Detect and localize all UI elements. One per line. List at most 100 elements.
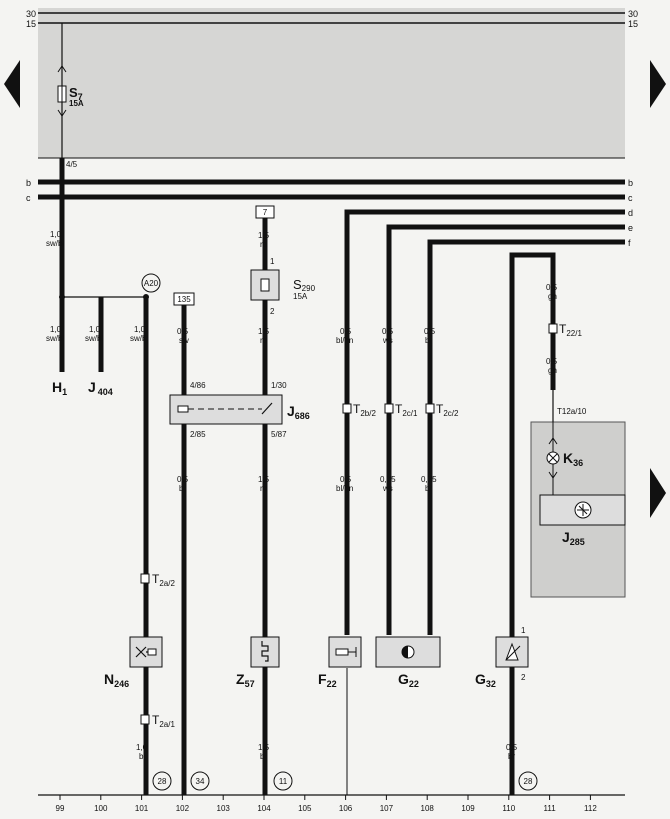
component-z57 bbox=[250, 636, 280, 668]
column-number: 103 bbox=[217, 804, 231, 813]
wire-label-color: sw/bl bbox=[46, 239, 64, 248]
wire-label-gauge: 0,5 bbox=[424, 327, 436, 336]
component-g22-label: G22 bbox=[398, 671, 419, 689]
wire-label-gauge: 1,5 bbox=[258, 327, 270, 336]
next-page-arrow-lower-icon[interactable] bbox=[650, 468, 666, 518]
column-number: 109 bbox=[461, 804, 475, 813]
wire-label-gauge: 0,75 bbox=[421, 475, 437, 484]
g32-pin-label: 2 bbox=[521, 673, 526, 682]
ground-ref-110 bbox=[518, 771, 538, 791]
connector-a20-circle bbox=[141, 273, 161, 293]
wire-label-color: gn bbox=[548, 366, 557, 375]
connector-t2b2-icon bbox=[342, 403, 352, 414]
relay-pin-label: 5/87 bbox=[271, 430, 287, 439]
wire-label-gauge: 0,5 bbox=[506, 743, 518, 752]
wire-e bbox=[386, 224, 625, 635]
wire-label-gauge: 1,0 bbox=[50, 325, 62, 334]
rail-label-15-right: 15 bbox=[628, 19, 638, 29]
wire-d bbox=[344, 209, 625, 635]
wire-label-gauge: 1,0 bbox=[134, 325, 146, 334]
wire-label-color: br bbox=[179, 484, 186, 493]
wire-label-color: br bbox=[260, 752, 267, 761]
ground-ref-102-label: 34 bbox=[196, 777, 205, 786]
relay-coil-icon bbox=[177, 405, 189, 413]
connector-t2a1-icon bbox=[140, 714, 150, 725]
wire-label-color: sw/bl bbox=[46, 334, 64, 343]
wire-label-gauge: 0,5 bbox=[546, 283, 558, 292]
wire-label-gauge: 0,5 bbox=[546, 357, 558, 366]
wire-label-gauge: 0,5 bbox=[177, 475, 189, 484]
heater-icon bbox=[261, 641, 269, 662]
component-h1-label: H1 bbox=[52, 379, 67, 397]
column-ticks bbox=[59, 795, 591, 800]
connector-a20-label: A20 bbox=[144, 279, 159, 288]
wire-label-color: br bbox=[139, 752, 146, 761]
connector-t2a2-label: T2a/2 bbox=[152, 572, 175, 588]
arrow-up-icon bbox=[548, 437, 558, 445]
wire-label-gauge: 0,5 bbox=[340, 475, 352, 484]
connector-t2c1-icon bbox=[384, 403, 394, 414]
fuse-s290-icon bbox=[260, 278, 270, 292]
wire-label-gauge: 0,5 bbox=[340, 327, 352, 336]
rail-label-e: e bbox=[628, 223, 633, 233]
component-n246-label: N246 bbox=[104, 671, 129, 689]
component-f22-label: F22 bbox=[318, 671, 337, 689]
wire-label-color: br bbox=[425, 484, 432, 493]
fuse-s7-label: S7 bbox=[69, 85, 83, 102]
column-number: 104 bbox=[257, 804, 271, 813]
column-number: 99 bbox=[56, 804, 65, 813]
ground-ref-104-label: 11 bbox=[279, 777, 288, 786]
column-number: 108 bbox=[421, 804, 435, 813]
ground-ref-104 bbox=[273, 771, 293, 791]
wire-label-gauge: 0,5 bbox=[382, 327, 394, 336]
valve-coil-icon bbox=[147, 648, 157, 656]
connector-t2c2-label: T2c/2 bbox=[436, 402, 459, 418]
wire-label-color: sw/bl bbox=[130, 334, 148, 343]
rail-label-c-left: c bbox=[26, 193, 31, 203]
component-k36-label: K36 bbox=[563, 450, 583, 468]
fuse-s290-pin-1: 1 bbox=[270, 257, 275, 266]
connector-t12a10-label: T12a/10 bbox=[557, 407, 587, 416]
ground-ref-110-label: 28 bbox=[524, 777, 533, 786]
wire-label-gauge: 1,0 bbox=[89, 325, 101, 334]
wire-label-color: sw/bl bbox=[85, 334, 103, 343]
wire-label-gauge: 1,5 bbox=[258, 743, 270, 752]
fuse-s290-rating: 15A bbox=[293, 292, 308, 301]
connector-t2c1-label: T2c/1 bbox=[395, 402, 418, 418]
wire-label-color: gn bbox=[548, 292, 557, 301]
relay-j686: 4/86 2/85 1/30 5/87 J686 bbox=[169, 381, 310, 439]
wire-label-color: sw bbox=[179, 336, 189, 345]
rail-label-30-right: 30 bbox=[628, 9, 638, 19]
previous-page-arrow-icon[interactable] bbox=[4, 60, 20, 108]
wire-label-color: ro bbox=[260, 484, 268, 493]
wire-label-gauge: 1,0 bbox=[136, 743, 148, 752]
connector-t2a2-icon bbox=[140, 573, 150, 584]
column-number: 105 bbox=[298, 804, 312, 813]
wire-label-color: bl/gn bbox=[336, 484, 353, 493]
g32-pin-label: 1 bbox=[521, 626, 526, 635]
wire-label-color: ws bbox=[382, 484, 393, 493]
connector-t2a1-label: T2a/1 bbox=[152, 713, 175, 729]
rail-label-c-right: c bbox=[628, 193, 633, 203]
column-number: 101 bbox=[135, 804, 149, 813]
wire-label-color: br bbox=[425, 336, 432, 345]
level-sensor-icon bbox=[505, 642, 521, 661]
wire-label-gauge: 0,5 bbox=[177, 327, 189, 336]
next-page-arrow-icon[interactable] bbox=[650, 60, 666, 108]
component-g32-label: G32 bbox=[475, 671, 496, 689]
relay-switch-icon bbox=[261, 402, 273, 415]
wire-label-gauge: 1,5 bbox=[258, 231, 270, 240]
rail-label-15-left: 15 bbox=[26, 19, 36, 29]
ref-box-135-label: 135 bbox=[177, 295, 191, 304]
pressure-switch-icon bbox=[335, 647, 357, 657]
wire-label-color: bl/gn bbox=[336, 336, 353, 345]
column-number: 112 bbox=[584, 804, 597, 813]
rails-b-f: b b c c d e f bbox=[26, 178, 633, 248]
connector-t22-1-label: T22/1 bbox=[559, 322, 582, 338]
component-z57-label: Z57 bbox=[236, 671, 255, 689]
relay-pin-label: 2/85 bbox=[190, 430, 206, 439]
rail-label-30-left: 30 bbox=[26, 9, 36, 19]
wire-label-gauge: 0,75 bbox=[380, 475, 396, 484]
